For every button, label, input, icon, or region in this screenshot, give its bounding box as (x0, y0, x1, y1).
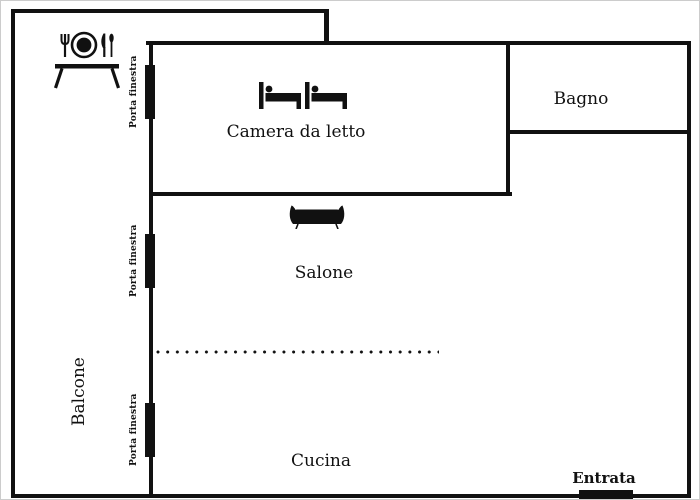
wall-outer-left (11, 9, 15, 498)
sofa-icon (288, 205, 346, 229)
porta-finestra-label-2: Porta finestra (129, 224, 139, 298)
entrata-door (579, 490, 633, 499)
wall-bedroom-bottom (149, 192, 512, 196)
porta-finestra-label-1: Porta finestra (129, 55, 139, 129)
room-label-salone: Salone (294, 263, 354, 283)
wall-balcony-step (324, 9, 329, 45)
wall-main-top (146, 41, 691, 45)
wall-balcony-top (11, 9, 329, 13)
wall-outer-right (687, 41, 691, 498)
entrata-label: Entrata (572, 469, 636, 487)
wall-bedroom-bagno (506, 41, 510, 196)
room-label-bagno: Bagno (553, 89, 609, 109)
porta-finestra-door-1 (145, 65, 155, 119)
porta-finestra-door-3 (145, 403, 155, 457)
wall-outer-bottom (11, 494, 691, 498)
room-label-cucina: Cucina (291, 451, 351, 471)
dining-table-icon (53, 31, 121, 91)
salone-cucina-dotted-divider (156, 350, 439, 354)
room-label-balcone: Balcone (69, 357, 89, 427)
bed-icon-1 (259, 82, 301, 109)
wall-bagno-bottom (506, 130, 691, 134)
bed-icon-2 (305, 82, 347, 109)
room-label-camera-da-letto: Camera da letto (226, 122, 366, 142)
porta-finestra-label-3: Porta finestra (129, 393, 139, 467)
porta-finestra-door-2 (145, 234, 155, 288)
